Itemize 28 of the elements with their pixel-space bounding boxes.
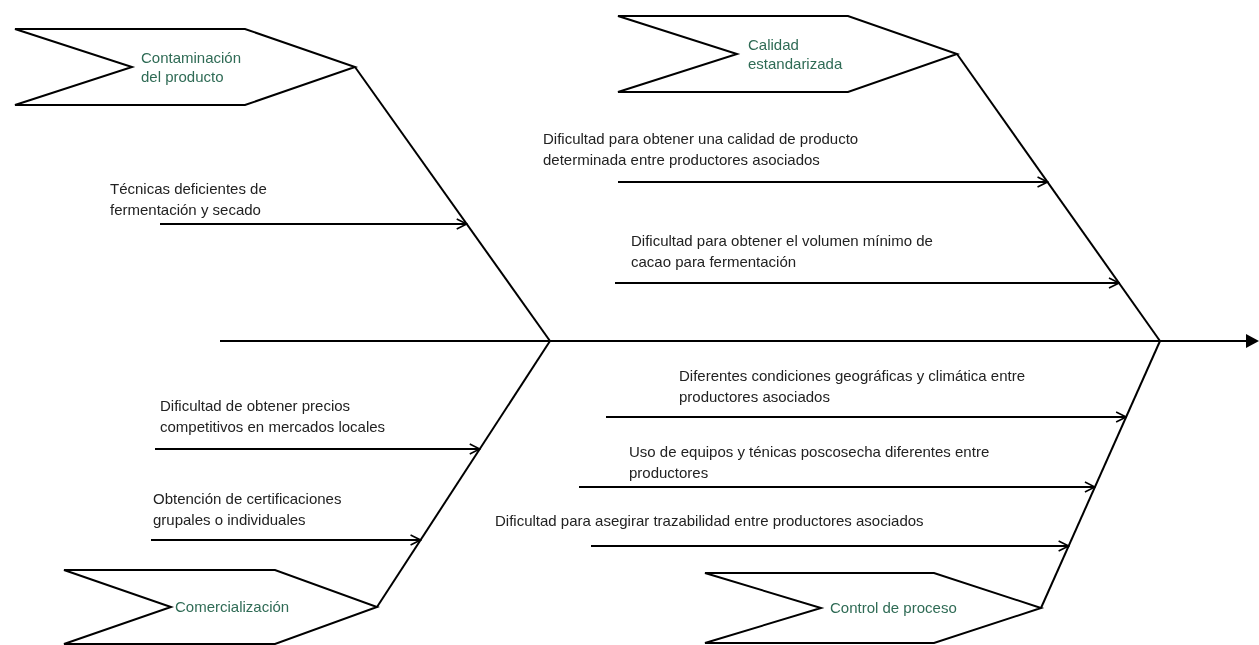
arrow (590, 540, 1070, 552)
bone-line (354, 66, 551, 342)
category-chevron (705, 573, 1041, 643)
arrow (154, 443, 481, 455)
cause-text: Dificultad para obtener el volumen mínimo de cacao para fermentación (631, 231, 934, 272)
cause-text: Obtención de certificaciones grupales o individuales (153, 489, 343, 530)
category-label: Comercialización (175, 597, 287, 617)
cause-text: Dificultad para obtener una calidad de producto determinada entre productores asociados (543, 129, 860, 170)
arrow (150, 534, 422, 546)
cause-text: Dificultad para asegirar trazabilidad entre productores asociados (495, 511, 925, 531)
bone-line (956, 53, 1161, 342)
category-label: Calidad estandarizada (748, 34, 844, 74)
category-chevron (15, 29, 355, 105)
arrow (159, 218, 468, 230)
bone-line (376, 340, 551, 608)
arrow (614, 277, 1120, 289)
cause-text: Uso de equipos y ténicas poscosecha diferentes entre productores (629, 442, 991, 483)
arrow (605, 411, 1128, 423)
cause-text: Diferentes condiciones geográficas y climática entre productores asociados (679, 366, 1026, 407)
category-label: Control de proceso (830, 598, 957, 618)
category-label: Contaminación del producto (141, 47, 243, 87)
cause-text: Dificultad de obtener precios competitivos en mercados locales (160, 396, 387, 437)
bone-line (1040, 340, 1161, 609)
cause-text: Técnicas deficientes de fermentación y secado (110, 179, 268, 220)
arrow (578, 481, 1096, 493)
arrow (617, 176, 1049, 188)
category-chevron (64, 570, 377, 644)
category-chevron (618, 16, 957, 92)
